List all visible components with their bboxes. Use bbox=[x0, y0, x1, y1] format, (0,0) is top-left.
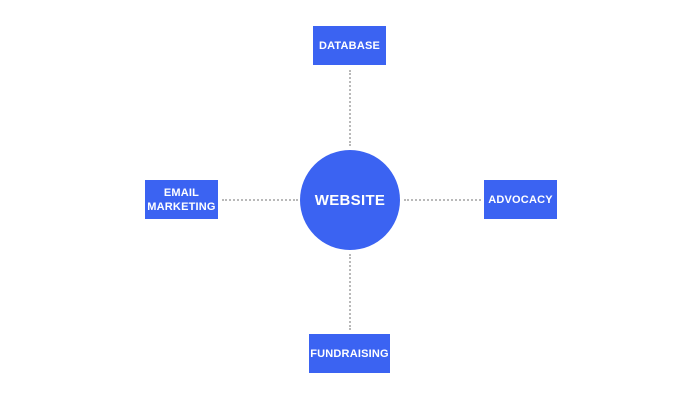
center-node-label: WEBSITE bbox=[314, 191, 386, 209]
connector-left bbox=[222, 199, 298, 201]
node-database-label: DATABASE bbox=[318, 39, 381, 52]
node-email-marketing-label-line2: MARKETING bbox=[147, 200, 216, 213]
node-database: DATABASE bbox=[313, 26, 386, 65]
node-email-marketing: EMAIL MARKETING bbox=[145, 180, 218, 219]
node-email-marketing-label-line1: EMAIL bbox=[163, 186, 200, 199]
node-advocacy: ADVOCACY bbox=[484, 180, 557, 219]
connector-top bbox=[349, 70, 351, 146]
node-fundraising-label: FUNDRAISING bbox=[310, 347, 389, 360]
node-fundraising: FUNDRAISING bbox=[309, 334, 390, 373]
connector-right bbox=[404, 199, 481, 201]
connector-bottom bbox=[349, 254, 351, 330]
center-node-website: WEBSITE bbox=[300, 150, 400, 250]
node-advocacy-label: ADVOCACY bbox=[488, 193, 553, 206]
